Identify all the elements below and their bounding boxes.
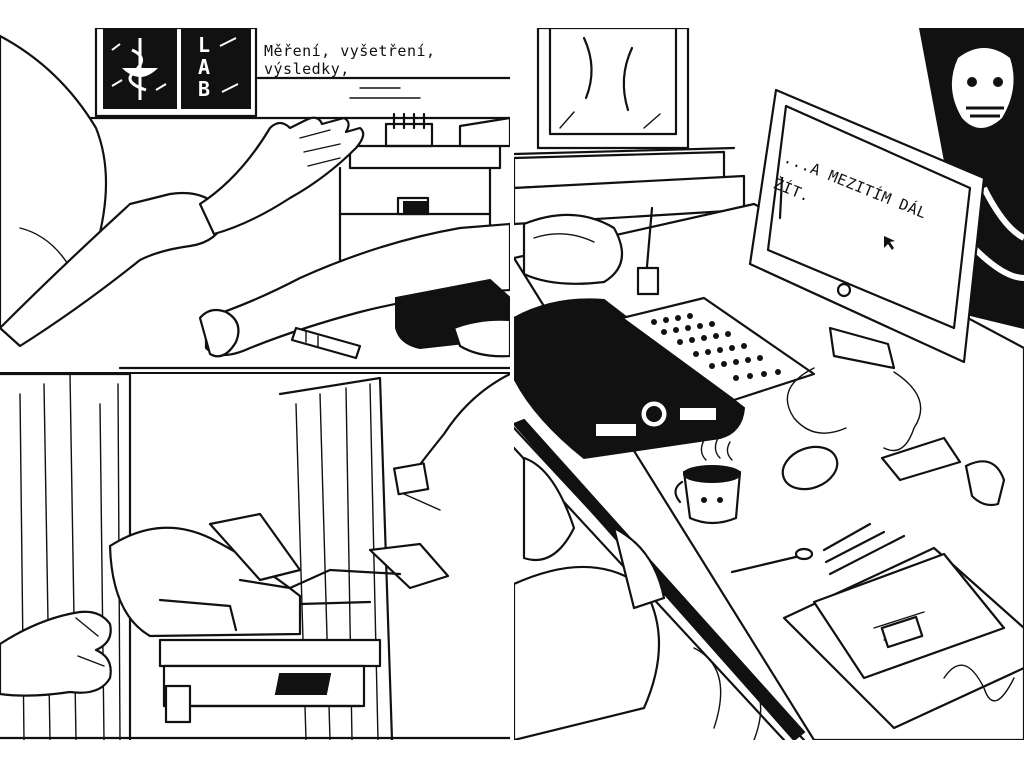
lab-sign-text: LAB bbox=[198, 33, 211, 101]
panel-bottom-left-exam-chair bbox=[0, 374, 510, 740]
panel-caption: Měření, vyšetření, výsledky, bbox=[264, 42, 436, 78]
lab-sign bbox=[94, 28, 258, 118]
exam-lamp bbox=[393, 374, 510, 511]
desk-illustration bbox=[514, 28, 1024, 740]
computer-monitor bbox=[748, 88, 986, 370]
panel-gutter-horizontal bbox=[0, 372, 510, 374]
keyboard bbox=[620, 296, 816, 402]
bowl-of-hygieia-icon bbox=[111, 38, 167, 100]
lab-exam-illustration bbox=[0, 28, 510, 370]
gynecological-chair bbox=[108, 512, 450, 724]
sketchbook bbox=[782, 546, 1024, 730]
drawing-tablet bbox=[514, 298, 746, 460]
mouse-cursor-icon bbox=[884, 236, 895, 250]
panel-top-left-lab-exam: Měření, vyšetření, výsledky, LAB bbox=[0, 28, 510, 372]
medical-cart bbox=[338, 112, 510, 264]
exam-chair-illustration bbox=[0, 374, 510, 740]
panel-gutter-vertical bbox=[510, 28, 514, 740]
framed-painting bbox=[514, 28, 746, 226]
panel-right-desk: ...A MEZITÍM DÁL ŽÍT. bbox=[514, 28, 1024, 740]
coffee-mug bbox=[674, 437, 742, 525]
